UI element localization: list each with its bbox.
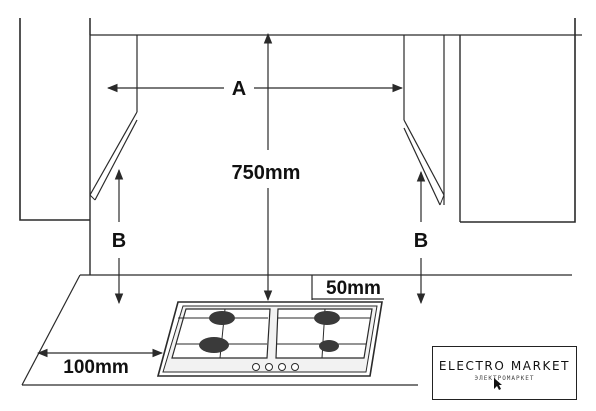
right-wall-cabinet: [403, 18, 576, 223]
dimension-a: A: [106, 78, 404, 100]
dimension-100mm: 100mm: [36, 348, 164, 378]
burner-icon: [314, 311, 340, 325]
worktop-outline: [21, 220, 572, 386]
knob-icon: [252, 363, 260, 371]
watermark-title: ELECTRO MARKET: [438, 359, 571, 373]
dimension-100mm-label: 100mm: [63, 357, 129, 378]
knob-icon: [278, 363, 286, 371]
dimension-750mm-label: 750mm: [232, 162, 301, 184]
knob-icon: [265, 363, 273, 371]
dimension-750mm: 750mm: [232, 32, 301, 302]
burner-icon: [199, 337, 229, 353]
gas-hob: [156, 301, 383, 377]
dimension-a-label: A: [232, 78, 246, 100]
dimension-b-left: B: [112, 168, 126, 305]
burner-icon: [319, 340, 339, 352]
cursor-icon: [494, 378, 502, 390]
left-wall-cabinet: [19, 18, 582, 221]
dimension-b-left-label: B: [112, 230, 126, 252]
watermark-logo: ELECTRO MARKET ЭЛЕКТРОМАРКЕТ: [432, 346, 577, 400]
dimension-50mm: 50mm: [312, 278, 384, 300]
dimension-b-right: B: [414, 170, 428, 305]
watermark-subtitle: ЭЛЕКТРОМАРКЕТ: [474, 375, 535, 382]
burner-icon: [209, 311, 235, 325]
knob-icon: [291, 363, 299, 371]
dimension-50mm-label: 50mm: [326, 278, 381, 299]
dimension-b-right-label: B: [414, 230, 428, 252]
